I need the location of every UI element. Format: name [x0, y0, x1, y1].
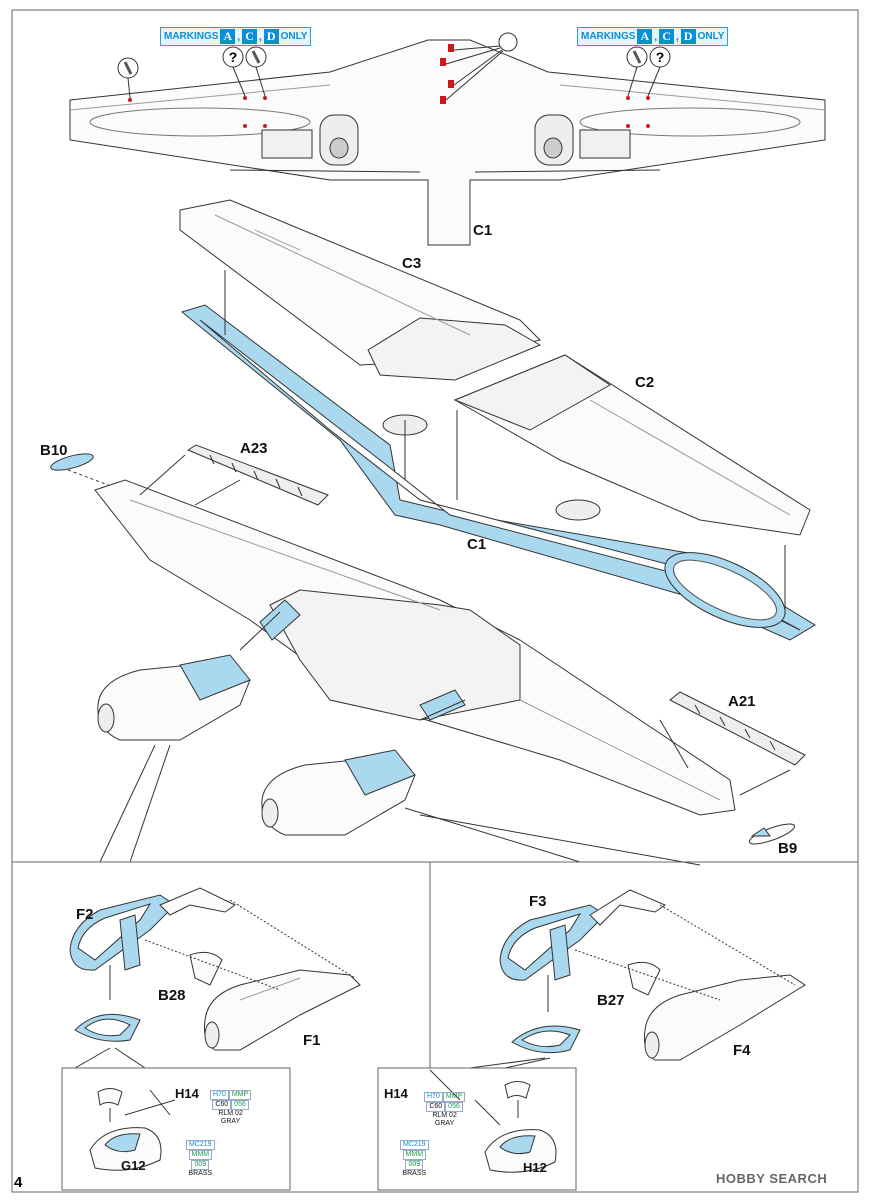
marking-a: A	[637, 29, 653, 44]
label-c1-top: C1	[473, 222, 493, 239]
label-b27: B27	[597, 992, 625, 1009]
marking-c: C	[242, 29, 257, 44]
label-a21: A21	[728, 693, 756, 710]
red-markings	[128, 44, 650, 128]
paint-callout-brass-left: MC219 MMM 009 BRASS	[186, 1140, 215, 1178]
paint-brass: BRASS	[188, 1170, 213, 1177]
subassembly-right	[499, 889, 806, 1061]
part-b9	[748, 823, 796, 845]
paint-mmp-num: 056	[445, 1102, 463, 1112]
paint-brass: BRASS	[402, 1170, 427, 1177]
lower-wing-c1-underside	[69, 39, 826, 246]
label-b10: B10	[40, 442, 68, 459]
label-h12: H12	[523, 1160, 547, 1175]
question-symbol-right: ?	[656, 49, 665, 65]
subassembly-left-lines	[74, 899, 356, 1069]
markings-prefix: MARKINGS	[164, 31, 219, 42]
marking-c: C	[659, 29, 674, 44]
watermark: HOBBY SEARCH	[716, 1171, 827, 1186]
assembly-arrows-mid	[67, 270, 786, 615]
callout-symbols	[117, 46, 671, 99]
question-symbol-left: ?	[229, 49, 238, 65]
label-c3: C3	[402, 255, 422, 272]
page-border	[11, 9, 859, 1193]
part-b10	[50, 453, 94, 471]
label-c2: C2	[635, 374, 655, 391]
label-b28: B28	[158, 987, 186, 1004]
nacelle-right-mid	[261, 749, 416, 836]
markings-suffix: ONLY	[280, 31, 308, 42]
detail-box-left	[61, 1067, 291, 1191]
label-g12: G12	[121, 1158, 146, 1173]
markings-note-left: MARKINGS A, C, D ONLY	[160, 27, 312, 46]
label-f4: F4	[733, 1042, 751, 1059]
marking-d: D	[263, 29, 279, 44]
marking-d: D	[680, 29, 696, 44]
paint-callout-brass-right: MC219 MMM 009 BRASS	[400, 1140, 429, 1178]
paint-rlm: RLM 02	[218, 1110, 243, 1117]
part-a23	[186, 444, 329, 506]
label-h14-left: H14	[175, 1086, 199, 1101]
subassembly-left	[69, 887, 361, 1051]
paint-mc: MC219	[186, 1140, 215, 1150]
page-number: 4	[14, 1174, 23, 1191]
paint-mmp-num: 056	[231, 1100, 249, 1110]
upper-wing-c2	[453, 354, 811, 536]
paint-gray: GRAY	[434, 1120, 455, 1127]
markings-note-right: MARKINGS A, C, D ONLY	[577, 27, 729, 46]
paint-mmp: MMP	[228, 1090, 252, 1100]
paint-c60: C60	[212, 1100, 232, 1110]
label-f3: F3	[529, 893, 547, 910]
label-b9: B9	[778, 840, 798, 857]
antenna-leader-lines	[445, 32, 518, 101]
label-f2: F2	[76, 906, 94, 923]
label-h14-right: H14	[384, 1086, 408, 1101]
markings-suffix: ONLY	[697, 31, 725, 42]
nacelle-left-mid	[97, 654, 251, 741]
paint-mmm-num: 009	[405, 1160, 424, 1170]
markings-prefix: MARKINGS	[581, 31, 636, 42]
paint-c60: C60	[426, 1102, 446, 1112]
paint-mmm: MMM	[402, 1150, 427, 1160]
label-c1-mid: C1	[467, 536, 487, 553]
paint-h70: H70	[210, 1090, 229, 1100]
marking-a: A	[220, 29, 236, 44]
paint-mmm: MMM	[188, 1150, 213, 1160]
detail-left-parts	[89, 1088, 176, 1171]
paint-rlm: RLM 02	[432, 1112, 457, 1119]
detail-right-parts	[429, 1069, 557, 1173]
paint-gray: GRAY	[220, 1118, 241, 1125]
mid-leader-lines	[99, 454, 791, 866]
paint-mmm-num: 009	[191, 1160, 210, 1170]
paint-h70: H70	[424, 1092, 443, 1102]
paint-mc: MC219	[400, 1140, 429, 1150]
upper-wing-c3	[179, 199, 542, 381]
lower-wing-c1-mid	[180, 304, 816, 641]
subassembly-right-lines	[469, 904, 796, 1069]
watermark-text: HOBBY SEARCH	[716, 1171, 828, 1186]
paint-mmp: MMP	[442, 1092, 466, 1102]
wing-assembly-lower	[94, 479, 736, 816]
label-a23: A23	[240, 440, 268, 457]
part-a21	[669, 691, 806, 766]
label-f1: F1	[303, 1032, 321, 1049]
